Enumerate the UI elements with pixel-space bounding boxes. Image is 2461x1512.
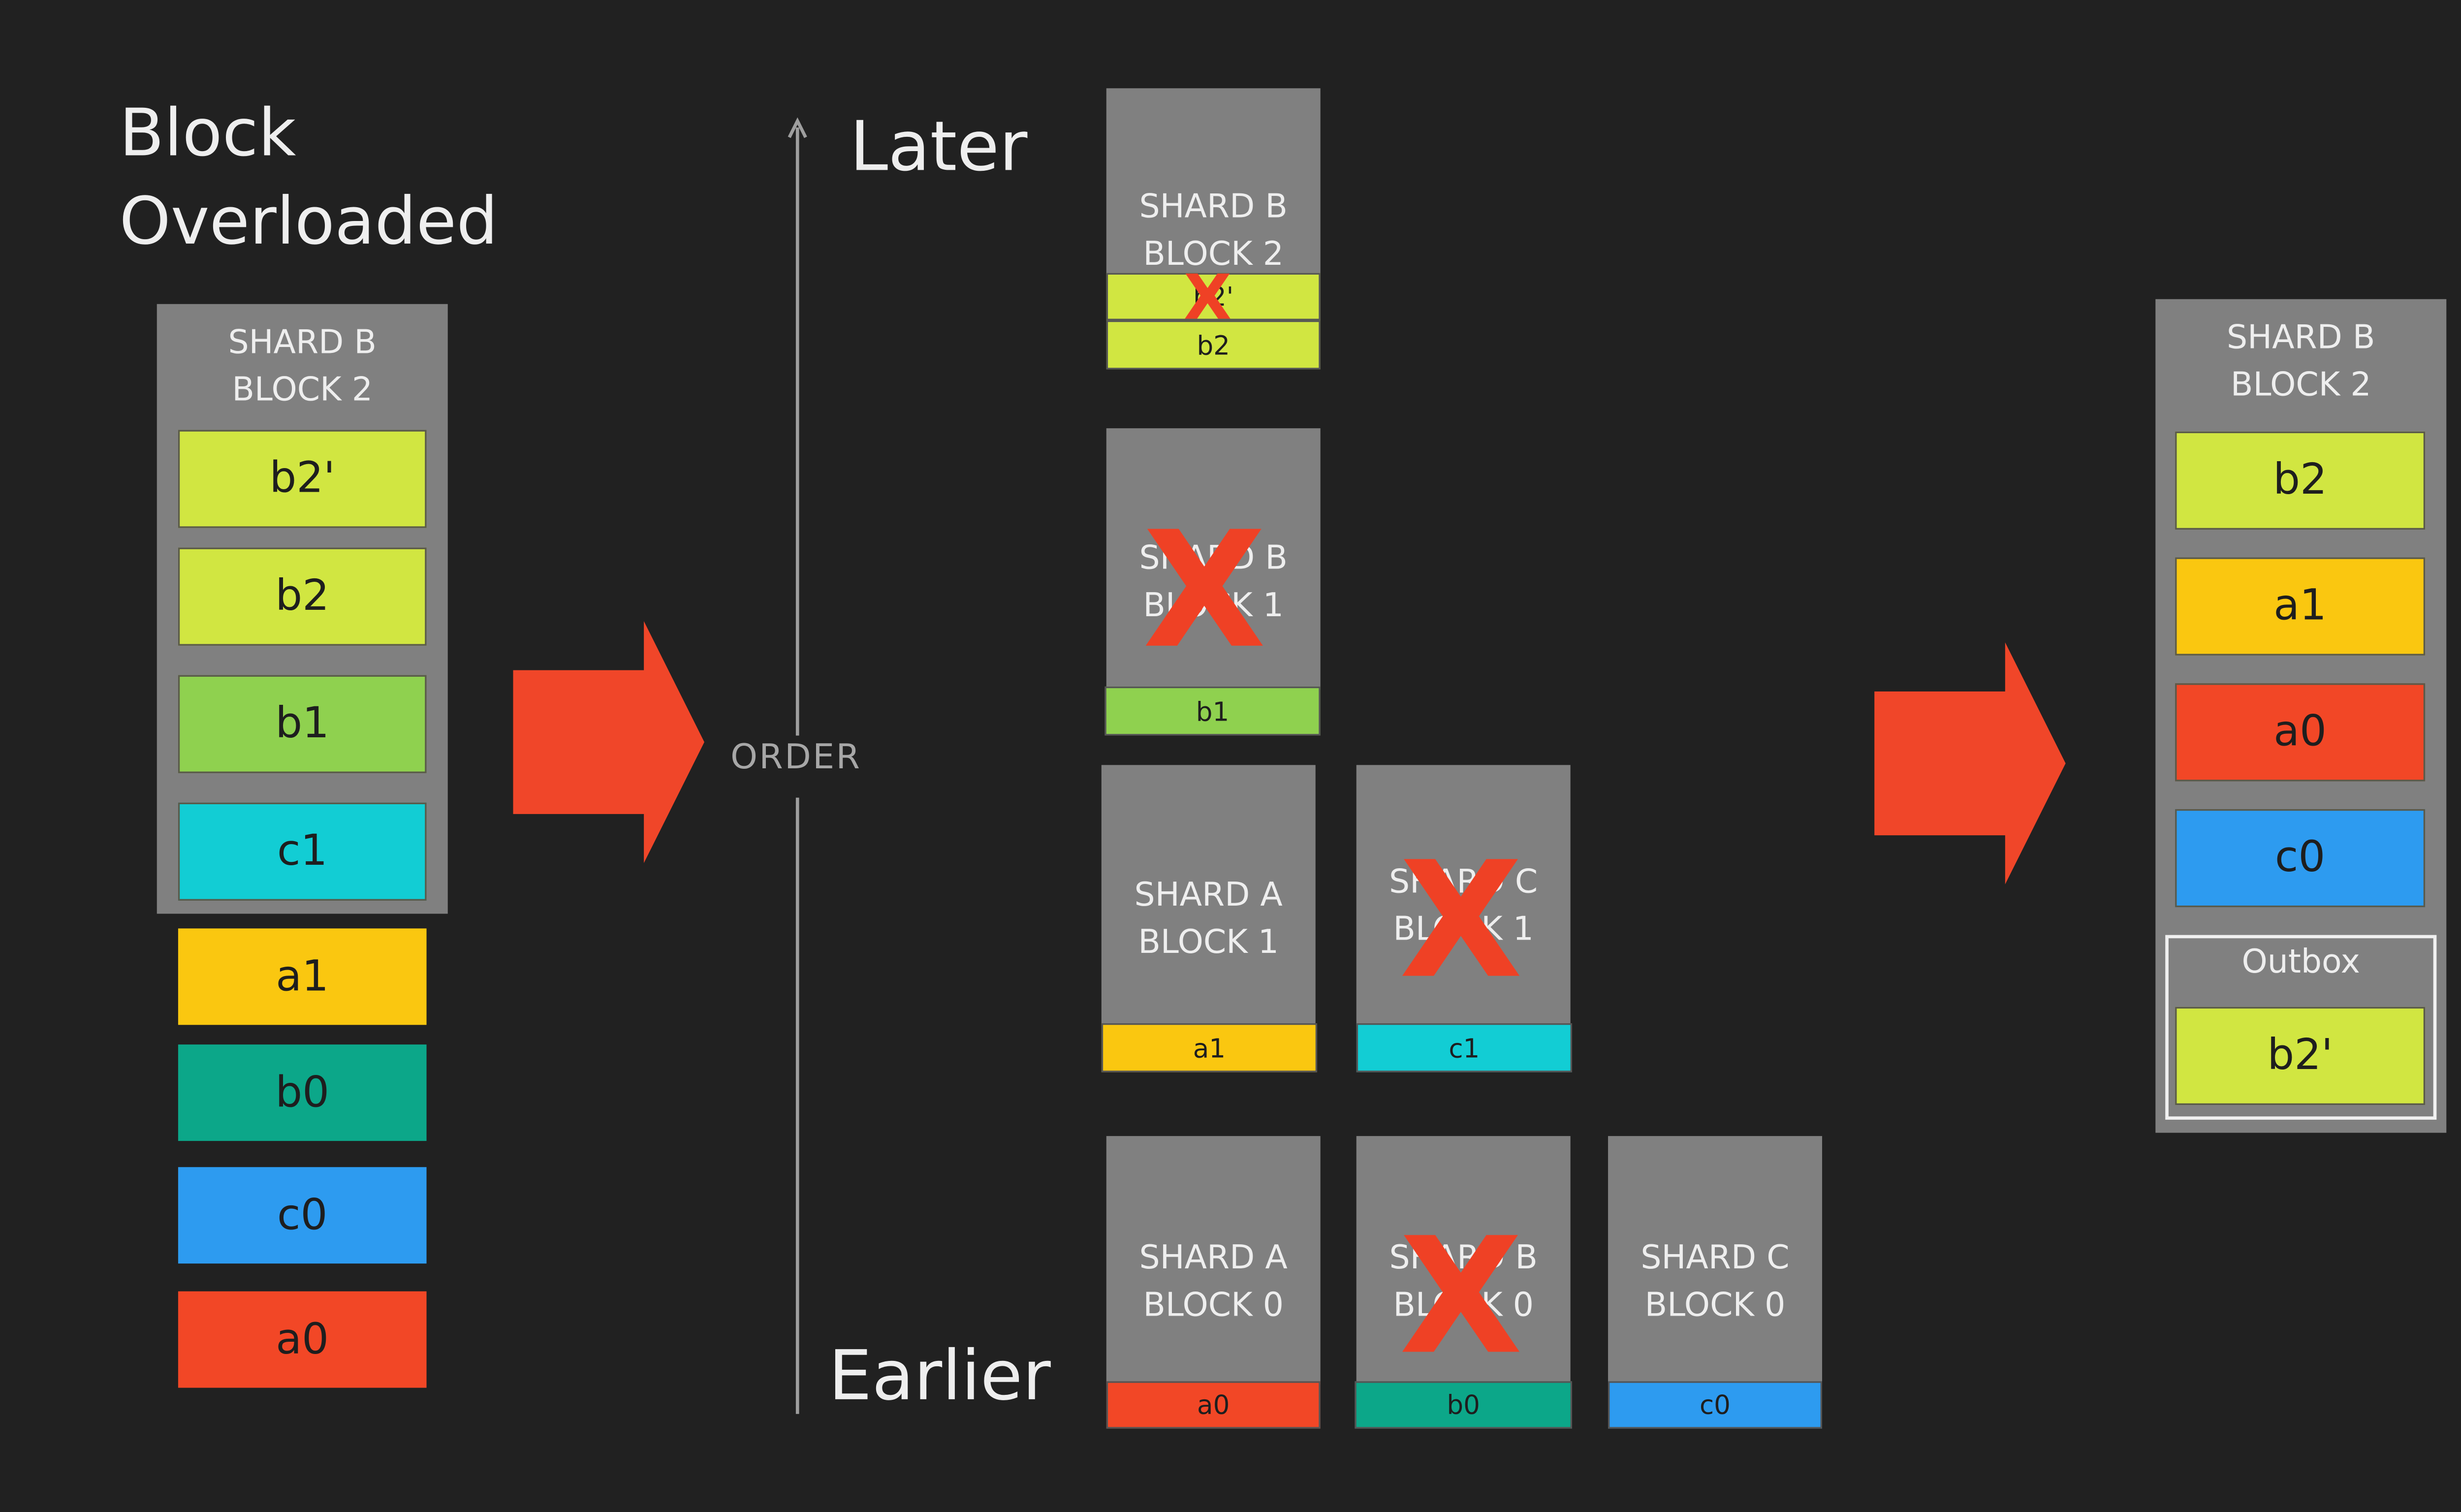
outbox-tx-b2-prime: b2' bbox=[2175, 1007, 2426, 1105]
earlier-label: Earlier bbox=[828, 1335, 1051, 1416]
shard-a-block-1-label: SHARD A BLOCK 1 bbox=[1134, 874, 1283, 961]
grid-tx-a1: a1 bbox=[1101, 1023, 1318, 1072]
right-arrow-icon bbox=[513, 621, 704, 863]
later-label: Later bbox=[850, 106, 1028, 187]
right-tx-a0: a0 bbox=[2175, 683, 2426, 782]
shard-c-block-1-panel: SHARD C BLOCK 1 bbox=[1356, 765, 1571, 1027]
outbox-label: Outbox bbox=[2241, 941, 2360, 981]
rejected-shard-b-block-1-x-icon: X bbox=[1142, 498, 1266, 685]
left-tx-a1: a1 bbox=[178, 928, 427, 1025]
outbox-container: Outbox bbox=[2165, 935, 2437, 1120]
result-arrow-icon bbox=[1874, 642, 2066, 884]
right-tx-b2: b2 bbox=[2175, 431, 2426, 530]
shard-c-block-0-panel: SHARD C BLOCK 0 bbox=[1608, 1136, 1822, 1385]
shard-b-block-0-label: SHARD B BLOCK 0 bbox=[1389, 1237, 1538, 1324]
order-axis-arrow-icon bbox=[788, 117, 807, 1414]
rejected-b2-prime-x-icon: X bbox=[1183, 261, 1232, 334]
shard-b-block-2-label: SHARD B BLOCK 2 bbox=[1139, 186, 1288, 273]
grid-tx-a0: a0 bbox=[1106, 1381, 1321, 1429]
grid-tx-b2-prime: b2' bbox=[1106, 273, 1321, 320]
grid-tx-b1: b1 bbox=[1104, 686, 1321, 736]
grid-tx-c1: c1 bbox=[1356, 1023, 1572, 1072]
overloaded-block-label: SHARD B BLOCK 2 bbox=[228, 322, 377, 409]
left-tx-b2: b2 bbox=[178, 547, 427, 646]
shard-c-block-1-label: SHARD C BLOCK 1 bbox=[1389, 861, 1538, 948]
left-tx-c1: c1 bbox=[178, 802, 427, 901]
grid-tx-b2: b2 bbox=[1106, 320, 1321, 370]
shard-b-block-1-panel: SHARD B BLOCK 1 bbox=[1106, 428, 1321, 690]
rejected-shard-c-block-1-x-icon: X bbox=[1399, 828, 1523, 1015]
left-tx-b1: b1 bbox=[178, 675, 427, 773]
result-block-label: SHARD B BLOCK 2 bbox=[2227, 317, 2375, 404]
rejected-shard-b-block-0-x-icon: X bbox=[1399, 1204, 1523, 1391]
order-axis-label: ORDER bbox=[730, 737, 862, 777]
grid-tx-c0: c0 bbox=[1608, 1381, 1822, 1429]
shard-b-block-1-label: SHARD B BLOCK 1 bbox=[1139, 537, 1288, 625]
shard-a-block-0-panel: SHARD A BLOCK 0 bbox=[1106, 1136, 1321, 1385]
left-tx-c0: c0 bbox=[178, 1167, 427, 1264]
shard-a-block-1-panel: SHARD A BLOCK 1 bbox=[1101, 765, 1316, 1027]
shard-c-block-0-label: SHARD C BLOCK 0 bbox=[1641, 1237, 1790, 1324]
right-tx-c0: c0 bbox=[2175, 809, 2426, 908]
shard-b-block-0-panel: SHARD B BLOCK 0 bbox=[1356, 1136, 1571, 1385]
left-tx-b2-prime: b2' bbox=[178, 430, 427, 528]
diagram-title: Block Overloaded bbox=[119, 96, 498, 260]
left-tx-b0: b0 bbox=[178, 1044, 427, 1141]
left-tx-a0: a0 bbox=[178, 1291, 427, 1388]
shard-a-block-0-label: SHARD A BLOCK 0 bbox=[1139, 1237, 1288, 1324]
grid-tx-b0: b0 bbox=[1355, 1381, 1572, 1429]
right-tx-a1: a1 bbox=[2175, 557, 2426, 656]
